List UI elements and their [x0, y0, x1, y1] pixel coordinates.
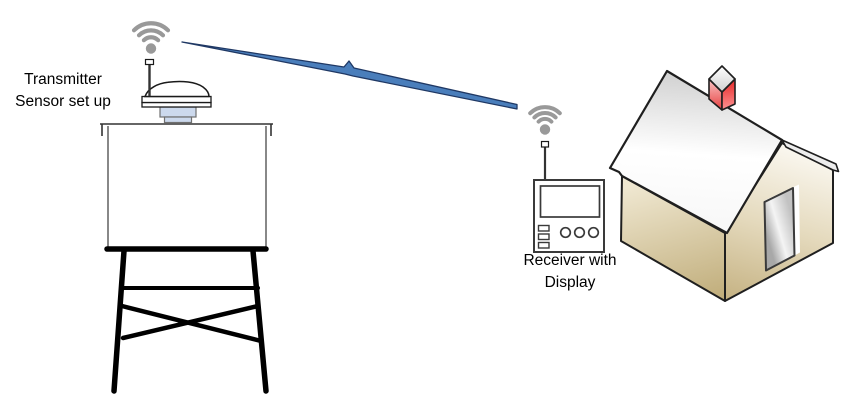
wifi-arc-small	[536, 116, 554, 124]
tank-stand	[104, 246, 269, 394]
wifi-arc-medium	[136, 28, 166, 38]
receiver-buttons	[559, 226, 600, 239]
house	[608, 65, 840, 302]
chimney-top-face	[708, 65, 736, 93]
wifi-arc-large	[131, 21, 171, 33]
tank	[100, 123, 273, 248]
receiver-button	[573, 226, 586, 239]
transmitter-sensor	[141, 58, 212, 124]
sensor-mount-lower	[163, 116, 193, 124]
receiver-antenna-cap	[540, 140, 550, 148]
house-roof	[608, 69, 784, 235]
house-roof-overhang	[781, 139, 840, 173]
sensor-dome	[143, 80, 210, 98]
tank-body	[108, 124, 266, 248]
receiver-label-line1: Receiver with	[523, 252, 617, 269]
transmitter-label-line2: Sensor set up	[15, 93, 111, 110]
sensor-mount	[159, 106, 197, 124]
sensor-mount-upper	[159, 106, 197, 118]
wifi-arc-large	[528, 105, 562, 116]
sensor-base-lower	[141, 101, 212, 108]
receiver-device	[533, 140, 605, 253]
receiver-label: Receiver with Display	[500, 250, 640, 294]
stand-left-leg	[111, 248, 127, 394]
receiver-switch	[537, 233, 550, 241]
stand-brace-right	[120, 303, 261, 341]
receiver-side-switches	[537, 224, 550, 249]
stand-right-leg	[250, 248, 269, 394]
receiver-button	[559, 226, 572, 239]
sensor-base-plate	[141, 95, 212, 104]
lightning-bolt-signal	[181, 41, 518, 110]
house-chimney	[708, 65, 736, 111]
receiver-switch	[537, 224, 550, 232]
receiver-display-screen	[539, 185, 601, 218]
wifi-arc-small	[141, 35, 161, 43]
transmitter-label: Transmitter Sensor set up	[0, 69, 126, 113]
house-door	[763, 184, 800, 272]
receiver-wifi-icon	[528, 105, 562, 135]
wifi-dot	[539, 124, 551, 135]
door-panel	[763, 187, 796, 272]
wifi-dot	[145, 43, 157, 54]
transmitter-wifi-icon	[131, 21, 171, 54]
receiver-button	[587, 226, 600, 239]
receiver-switch	[537, 241, 550, 249]
wifi-arc-medium	[532, 111, 558, 120]
receiver-label-line2: Display	[544, 274, 596, 291]
transmitter-antenna-cap	[144, 58, 155, 66]
transmitter-label-line1: Transmitter	[24, 71, 102, 88]
